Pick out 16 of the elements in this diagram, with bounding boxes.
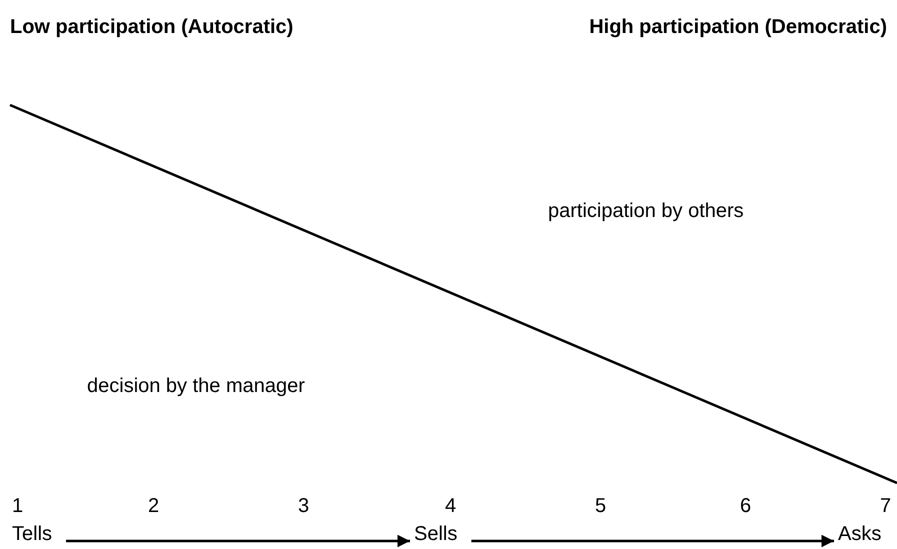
region-label: participation by others (548, 199, 744, 223)
scale-label: Asks (838, 522, 882, 546)
region-label: decision by the manager (87, 374, 305, 398)
scale-label: Tells (12, 522, 52, 546)
scale-number: 7 (880, 494, 892, 518)
arrow (66, 534, 410, 548)
scale-number: 1 (12, 494, 24, 518)
scale-number: 4 (445, 494, 456, 518)
scale-label: Sells (414, 522, 458, 546)
scale-number: 3 (298, 494, 310, 518)
scale-number: 2 (148, 494, 160, 518)
arrow (471, 534, 834, 548)
scale-number: 5 (595, 494, 606, 518)
heading: High participation (Democratic) (588, 15, 887, 39)
scale-number: 6 (740, 494, 752, 518)
heading: Low participation (Autocratic) (10, 15, 294, 39)
